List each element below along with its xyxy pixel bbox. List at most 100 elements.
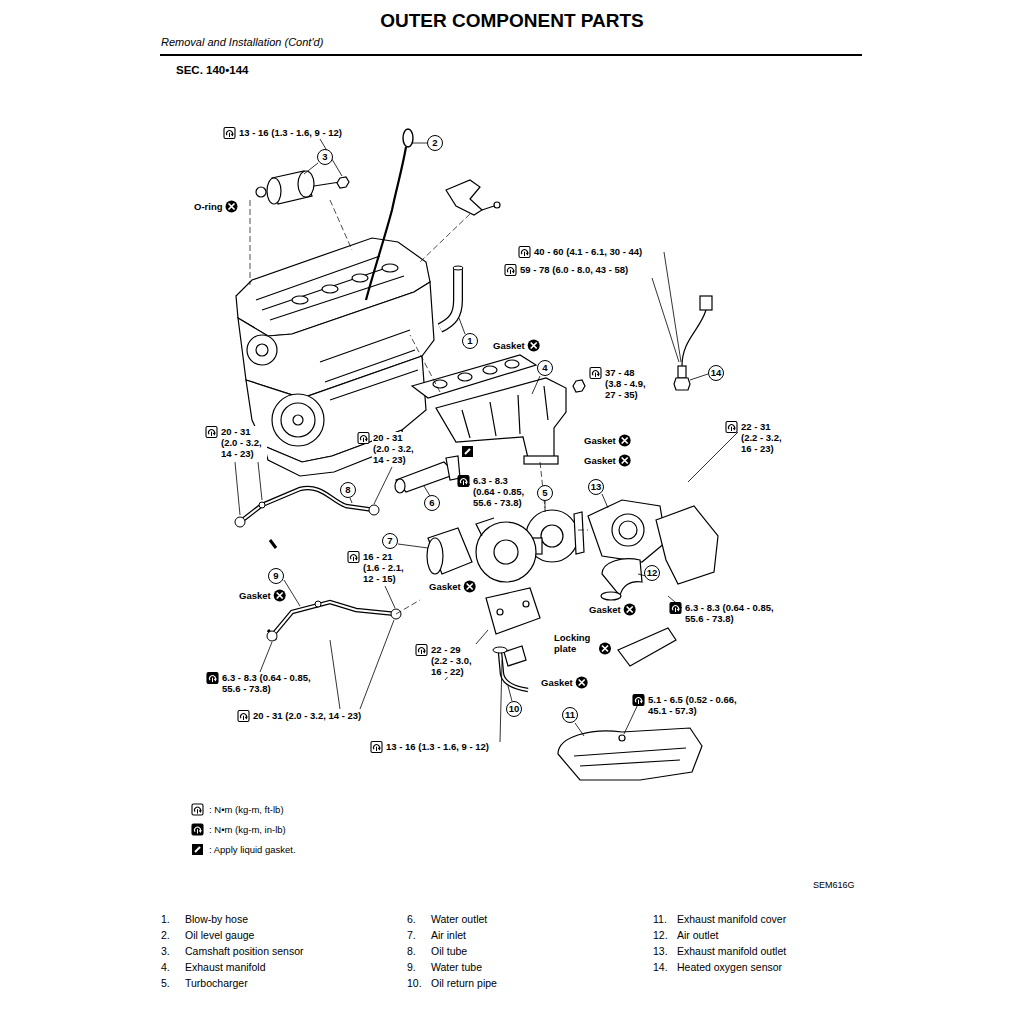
torque-inlb-symbol (670, 603, 681, 614)
part-note: Gasket (238, 590, 272, 601)
heat-shield (618, 628, 676, 666)
torque-symbol (423, 651, 426, 654)
torque-symbol (505, 265, 516, 276)
legend-number: 7. (406, 929, 417, 942)
legend-number: 1. (160, 913, 171, 926)
torque-symbol (348, 552, 359, 563)
torque-inlb-symbol (192, 824, 203, 835)
torque-symbol (524, 252, 525, 256)
water-outlet (395, 479, 405, 493)
legend-number: 6. (406, 913, 417, 926)
legend-number: 5. (160, 977, 171, 990)
torque-symbol (731, 427, 732, 431)
torque-inlb-symbol (677, 609, 680, 612)
do-not-reuse-symbol (619, 455, 631, 467)
torque-symbol (590, 368, 601, 379)
legend-number: 4. (160, 961, 171, 974)
legend-number: 14. (652, 961, 669, 974)
do-not-reuse-symbol (229, 204, 235, 210)
part-note: Gasket (583, 435, 617, 446)
leader-line (235, 139, 738, 742)
do-not-reuse-symbol (274, 590, 286, 602)
torque-symbol (206, 427, 217, 438)
torque-value: 59 - 78 (6.0 - 8.0, 43 - 58) (519, 264, 629, 275)
liquid-gasket-symbol (195, 847, 200, 852)
callout-number: 4 (537, 360, 553, 376)
leader-line (459, 318, 465, 334)
oil-tube (259, 502, 265, 508)
oil-return-pipe (500, 652, 528, 690)
oxygen-sensor (682, 310, 706, 366)
leader-line (532, 376, 540, 394)
torque-symbol (358, 433, 369, 444)
heat-shield (656, 506, 718, 584)
bracket (446, 180, 482, 215)
torque-inlb-symbol (458, 476, 469, 487)
torque-symbol (238, 711, 249, 722)
part-name: Blow-by hose (184, 913, 249, 926)
leader-line (258, 462, 262, 500)
torque-inlb-symbol (199, 830, 202, 833)
do-not-reuse-symbol (576, 677, 588, 689)
assembly-line (330, 200, 352, 250)
leader-line (500, 660, 502, 742)
torque-symbol (353, 557, 354, 561)
do-not-reuse-symbol (467, 584, 473, 590)
torque-symbol (243, 716, 244, 720)
torque-inlb-symbol (458, 476, 469, 487)
oil-tube (235, 517, 245, 527)
do-not-reuse-symbol (619, 435, 631, 447)
callout-number: 1 (462, 333, 478, 349)
torque-value: 22 - 31 (2.2 - 3.2, 16 - 23) (740, 421, 787, 454)
torque-symbol (726, 422, 737, 433)
engine-block (247, 335, 277, 365)
part-note: O-ring (193, 201, 224, 212)
do-not-reuse-symbol (602, 646, 608, 652)
part-name: Water outlet (430, 913, 488, 926)
leader-line (235, 462, 240, 515)
torque-symbol (421, 650, 422, 654)
torque-symbol (348, 552, 359, 563)
do-not-reuse-symbol (274, 590, 286, 602)
oil-tube (369, 505, 379, 515)
callout-number: 9 (268, 568, 284, 584)
assembly-line (396, 600, 420, 614)
legend-number: 8. (406, 945, 417, 958)
do-not-reuse-symbol (622, 438, 628, 444)
torque-value: 20 - 31 (2.0 - 3.2, 14 - 23) (252, 710, 362, 721)
leader-line (385, 586, 395, 608)
liquid-gasket-symbol (192, 844, 203, 855)
do-not-reuse-symbol (528, 340, 540, 352)
engine-block (293, 415, 303, 425)
exhaust-outlet (588, 500, 666, 562)
liquid-gasket-symbol (462, 446, 473, 457)
part-name: Camshaft position sensor (184, 945, 304, 958)
torque-symbol (510, 270, 511, 274)
bracket (446, 180, 500, 215)
torque-symbol (733, 428, 736, 431)
torque-value: 6.3 - 8.3 (0.64 - 0.85, 55.6 - 73.8) (221, 672, 315, 694)
torque-symbol (595, 373, 596, 377)
section-number: SEC. 140•144 (175, 64, 249, 77)
part-name: Water tube (430, 961, 483, 974)
do-not-reuse-symbol (277, 593, 283, 599)
leader-line (688, 432, 738, 482)
torque-symbol (590, 368, 601, 379)
do-not-reuse-symbol (226, 201, 238, 213)
air-outlet (601, 592, 621, 600)
heat-shield (497, 609, 503, 615)
torque-symbol (597, 374, 600, 377)
turbocharger (476, 522, 536, 582)
part-name: Heated oxygen sensor (676, 961, 783, 974)
leader-line (690, 374, 708, 380)
water-tube (272, 602, 396, 636)
exhaust-outlet (619, 521, 637, 539)
water-tube (315, 601, 321, 607)
do-not-reuse-symbol (464, 581, 476, 593)
torque-inlb-symbol (197, 829, 198, 833)
air-inlet (428, 528, 472, 574)
leader-line (350, 498, 352, 503)
part-note: Gasket (492, 340, 526, 351)
heat-shield (523, 601, 529, 607)
torque-inlb-symbol (633, 695, 644, 706)
